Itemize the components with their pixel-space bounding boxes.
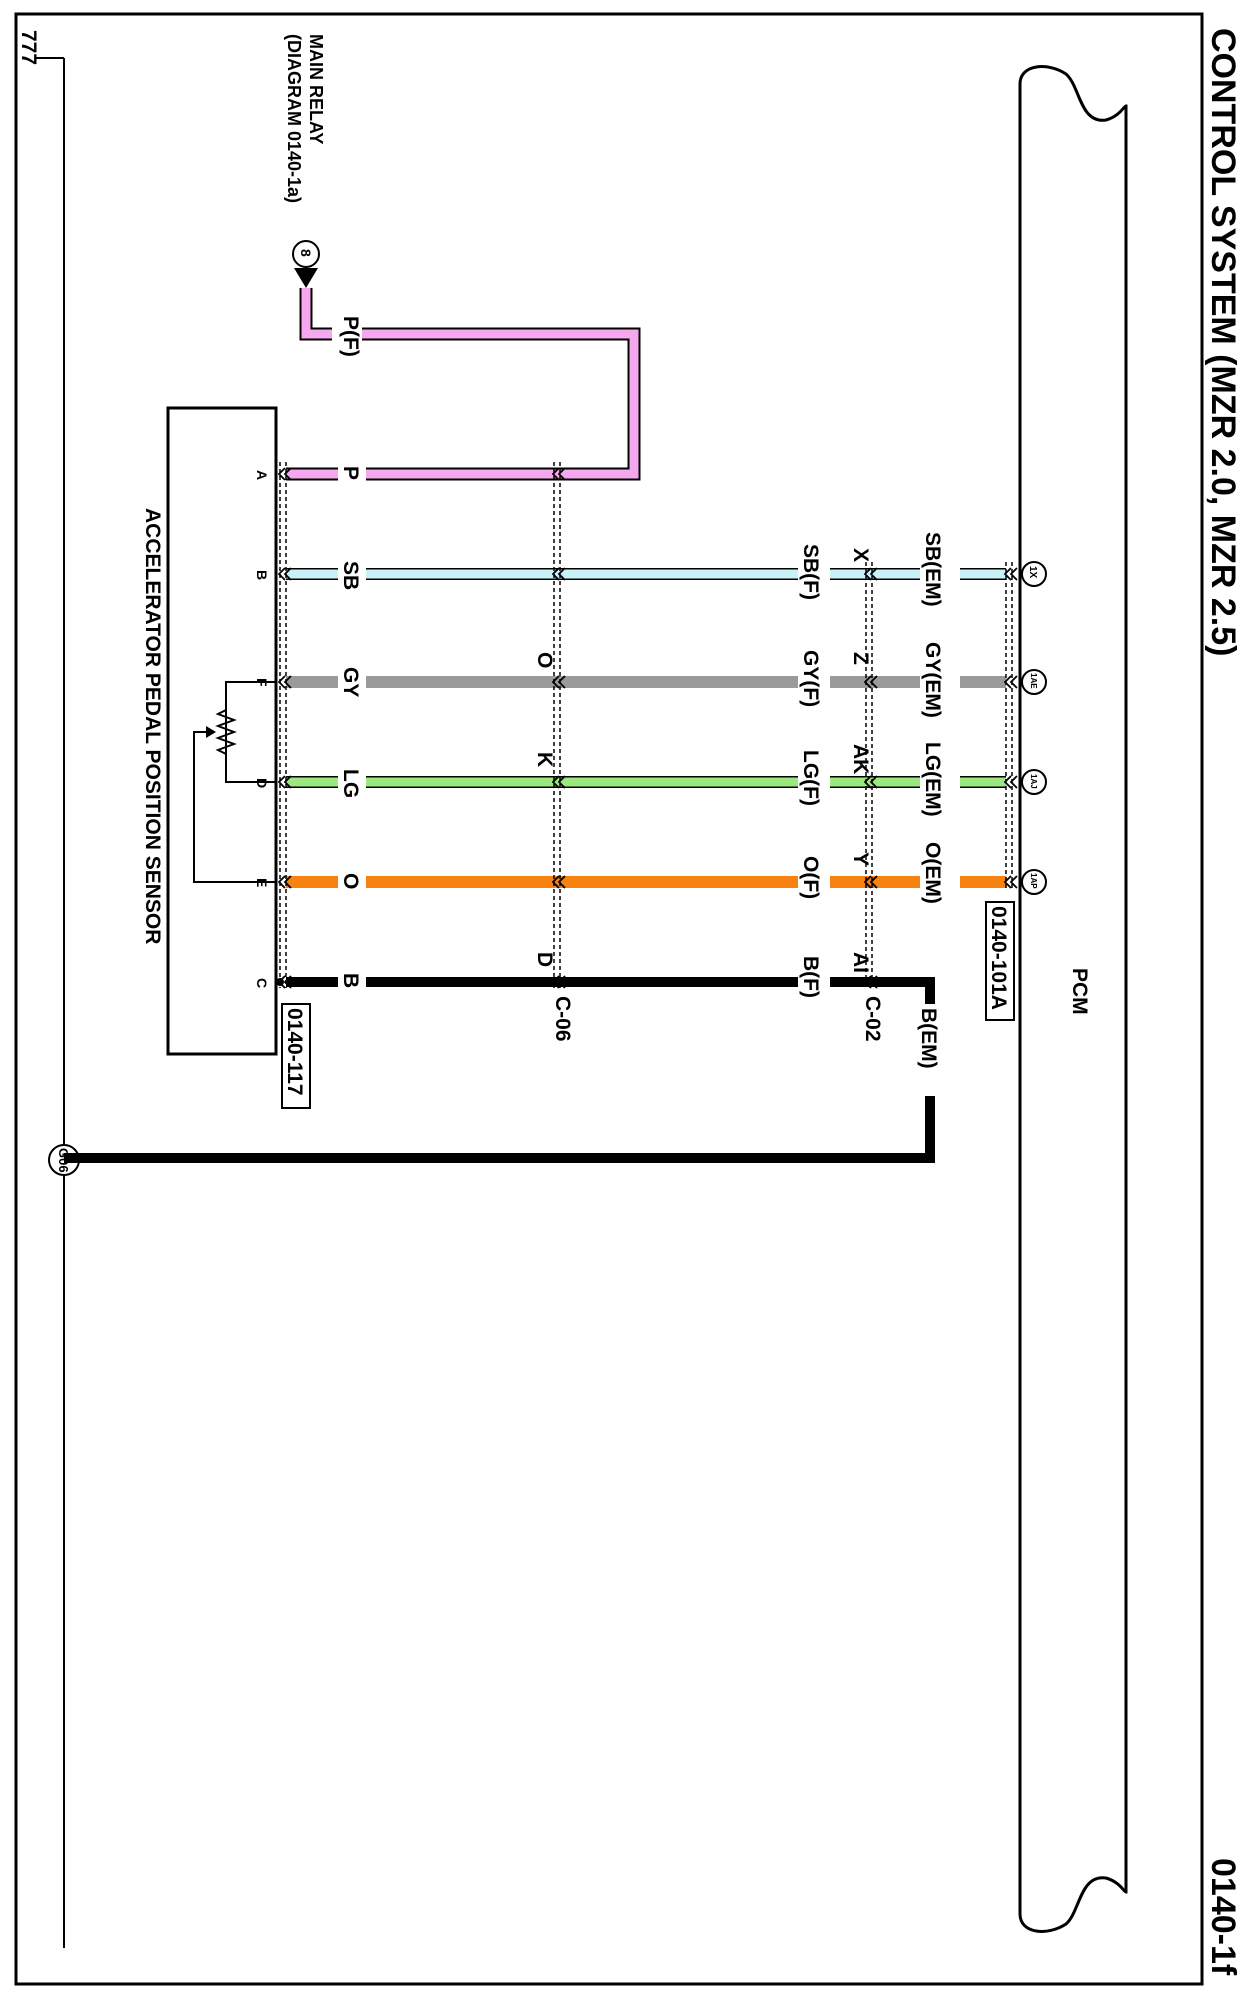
c02-pin-gy: Z — [849, 652, 872, 665]
c06-pin-gy: O — [533, 652, 556, 668]
c02-pin-sb: X — [849, 548, 872, 562]
wire-label-lg-em: LG(EM) — [921, 742, 944, 817]
main-relay-ref-circle — [292, 240, 320, 268]
connector-dash-lines — [279, 462, 1013, 988]
sensor-pin-a: A — [254, 470, 270, 480]
c06-pin-b: D — [533, 952, 556, 967]
diagram-title: CONTROL SYSTEM (MZR 2.0, MZR 2.5) — [1204, 28, 1242, 656]
page-number: 0140-1f — [1204, 1858, 1242, 1976]
sensor-label: ACCELERATOR PEDAL POSITION SENSOR — [141, 508, 164, 944]
sensor-pin-d: D — [254, 778, 270, 788]
pcm-terminal-1ae — [1021, 669, 1047, 695]
main-relay-arrow-icon — [294, 268, 318, 288]
wire-label-o-em: O(EM) — [921, 842, 944, 904]
page-frame — [14, 12, 1204, 1986]
main-relay-label: MAIN RELAY — [306, 34, 326, 144]
potentiometer-leads — [225, 681, 276, 783]
potentiometer-wiper-arrow — [206, 726, 216, 738]
pcm-terminal-1aj-label: 1AJ — [1029, 774, 1038, 789]
wire-label-gy-f: GY(F) — [799, 650, 822, 707]
sensor-pin-e: E — [254, 878, 270, 887]
connector-chevrons — [277, 467, 1018, 989]
c06-connector-label: C-06 — [551, 996, 574, 1042]
c02-pin-b: AI — [849, 952, 872, 973]
pcm-terminal-1ap-label: 1AP — [1029, 873, 1038, 889]
c02-connector-label: C-02 — [861, 996, 884, 1042]
wire-label-p-f: P(F) — [339, 316, 362, 357]
pcm-terminal-1x-label: 1X — [1027, 566, 1038, 579]
pcm-terminal-1ap — [1021, 869, 1047, 895]
wire-label-sb-em: SB(EM) — [921, 532, 944, 607]
ground-symbol: 777 — [17, 30, 40, 65]
pcm-connector-box — [985, 901, 1015, 1021]
sensor-connector-label: 0140-117 — [283, 1008, 306, 1096]
wire-label-lg-f: LG(F) — [799, 750, 822, 806]
wire-label-b-em: B(EM) — [917, 1008, 940, 1069]
pcm-box — [1018, 65, 1128, 1933]
wire-label-sb-f: SB(F) — [799, 544, 822, 600]
wire-label-p: P — [339, 466, 362, 480]
c02-pin-lg: AK — [849, 744, 872, 774]
wire-label-gy: GY — [339, 667, 362, 697]
sensor-box — [166, 406, 278, 1056]
pcm-terminal-1aj — [1021, 769, 1047, 795]
wire-label-sb: SB — [339, 561, 362, 590]
potentiometer-wiper-lead — [193, 731, 276, 883]
wire-label-b: B — [339, 973, 362, 988]
c06-pin-lg: K — [533, 752, 556, 767]
pcm-label: PCM — [1068, 968, 1091, 1015]
junction-dot — [276, 978, 284, 986]
wire-label-b-f: B(F) — [799, 956, 822, 998]
sensor-pin-b: B — [254, 570, 270, 580]
sensor-pin-f: F — [254, 678, 270, 687]
wire-p — [286, 288, 639, 479]
wire-label-lg: LG — [339, 769, 362, 798]
wire-label-gy-em: GY(EM) — [921, 642, 944, 718]
pcm-connector-label: 0140-101A — [987, 906, 1010, 1010]
wire-label-o-f: O(F) — [799, 856, 822, 899]
wire-label-o: O — [339, 873, 362, 889]
main-relay-diagram-ref: (DIAGRAM 0140-1a) — [284, 34, 304, 203]
sensor-connector-box — [281, 1003, 311, 1109]
c02-pin-o: Y — [849, 852, 872, 866]
pcm-terminal-1ae-label: 1AE — [1029, 673, 1038, 689]
potentiometer-resistor — [215, 709, 237, 755]
pcm-terminals — [1021, 561, 1047, 895]
main-relay-ref-number: 8 — [298, 249, 314, 257]
pcm-terminal-1x — [1021, 561, 1047, 587]
sensor-pin-c: C — [254, 978, 270, 988]
wire-label-gaps — [332, 312, 960, 1096]
